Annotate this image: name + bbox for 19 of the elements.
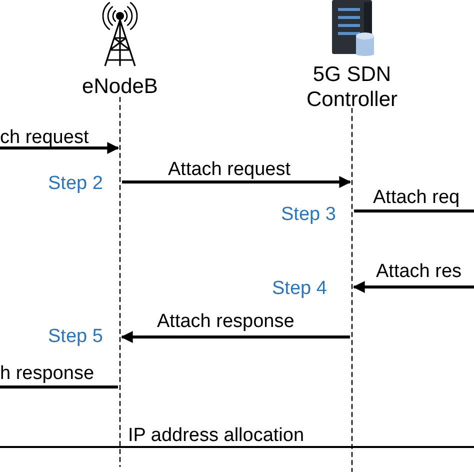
step-label: Step 2: [48, 174, 103, 193]
participant-label: eNodeB: [81, 74, 159, 100]
message-arrow: [120, 331, 350, 343]
message-label: ch request: [0, 128, 89, 147]
message-arrow: [0, 142, 120, 154]
message-arrow: [122, 176, 352, 188]
lifeline: [350, 108, 354, 472]
step-label: Step 5: [48, 327, 103, 346]
message-label: Attach res: [376, 262, 462, 281]
step-label: Step 4: [272, 279, 327, 298]
message-label: Attach req: [373, 188, 460, 207]
step-label: Step 3: [281, 205, 336, 224]
message-label: Attach request: [168, 160, 291, 179]
phase-label: IP address allocation: [128, 426, 304, 445]
message-label: Attach response: [157, 312, 294, 331]
message-label: h response: [0, 364, 94, 383]
message-arrow: [352, 281, 474, 293]
lifeline: [118, 97, 122, 467]
participant-label: 5G SDN Controller: [305, 62, 399, 112]
